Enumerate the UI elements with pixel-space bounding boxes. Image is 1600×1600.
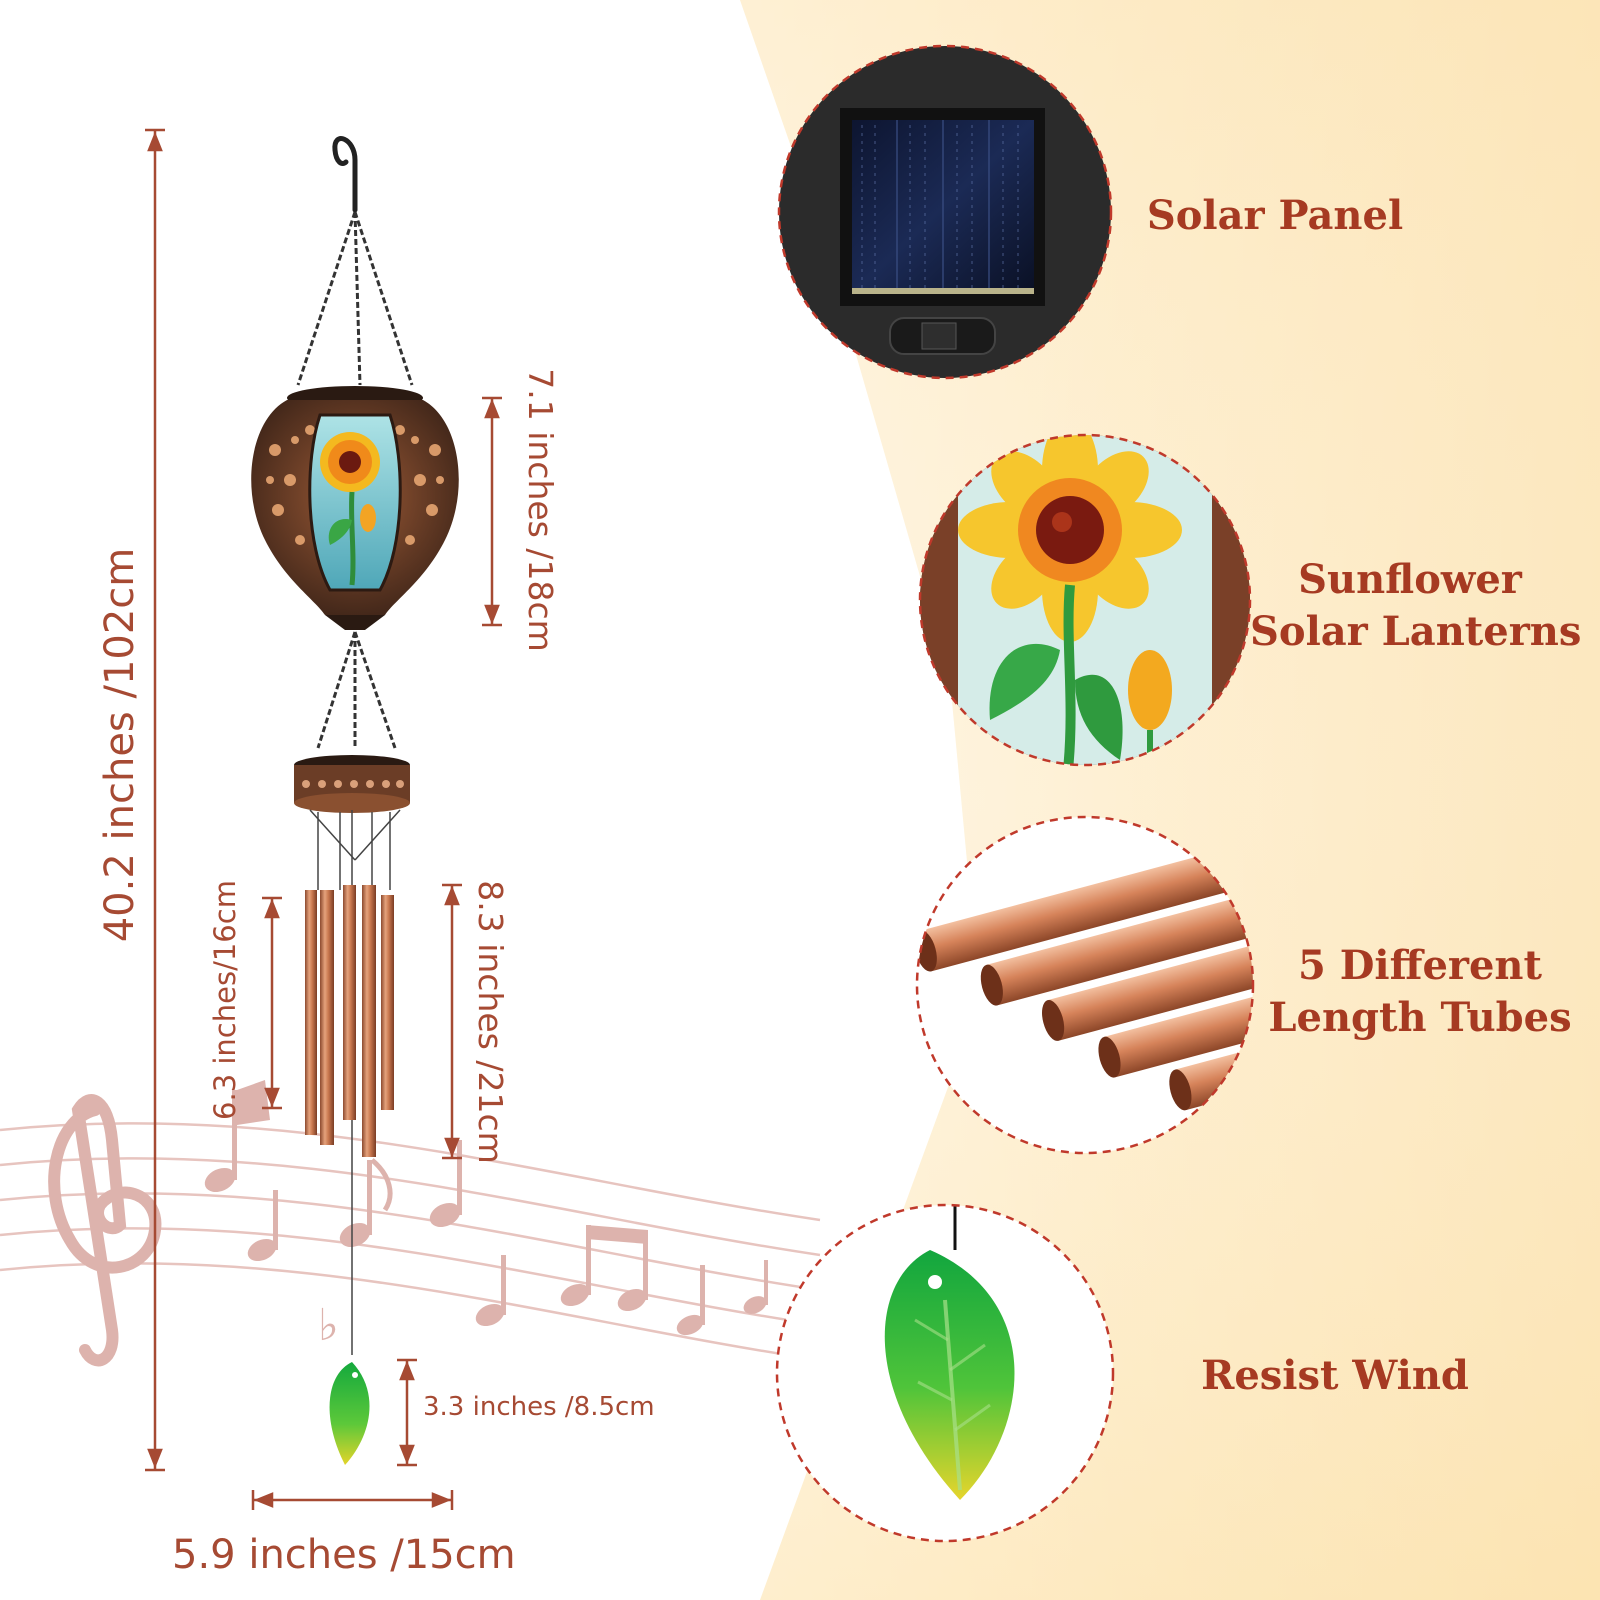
- top-chains: [296, 211, 414, 386]
- chime-crown: [294, 755, 410, 813]
- feature-line: Solar Panel: [1146, 192, 1404, 239]
- feature-line: Sunflower: [1298, 556, 1522, 603]
- feature-line: Resist Wind: [1201, 1352, 1469, 1399]
- treble-clef-icon: [48, 1094, 162, 1367]
- hook-icon: [332, 136, 358, 213]
- leaf-pendant-detail-icon: [775, 1203, 1115, 1543]
- sunflower-icon: [320, 432, 380, 492]
- sunflower-lantern: [251, 386, 459, 630]
- feature-line: Length Tubes: [1268, 994, 1572, 1041]
- middle-chains: [316, 631, 397, 749]
- width-label: 5.9 inches /15cm: [172, 1532, 516, 1578]
- sunflower-glass-detail-icon: [918, 433, 1252, 767]
- leaf-pendant-icon: [329, 1362, 370, 1465]
- feature-line: 5 Different: [1297, 942, 1542, 989]
- leaf-height-label: 3.3 inches /8.5cm: [423, 1392, 655, 1422]
- copper-tubes: [305, 885, 394, 1157]
- solar-panel-detail-icon: [777, 44, 1113, 380]
- feature-label-tubes: 5 Different Length Tubes: [1265, 940, 1575, 1044]
- copper-tubes-detail-icon: [915, 815, 1255, 1155]
- music-notes-icon: ♭: [204, 1080, 768, 1351]
- feature-label-solar-panel: Solar Panel: [1130, 190, 1420, 242]
- feature-label-resist-wind: Resist Wind: [1195, 1350, 1475, 1402]
- svg-text:♭: ♭: [318, 1300, 339, 1351]
- feature-line: Solar Lanterns: [1250, 608, 1582, 655]
- feature-label-sunflower: Sunflower Solar Lanterns: [1250, 554, 1582, 658]
